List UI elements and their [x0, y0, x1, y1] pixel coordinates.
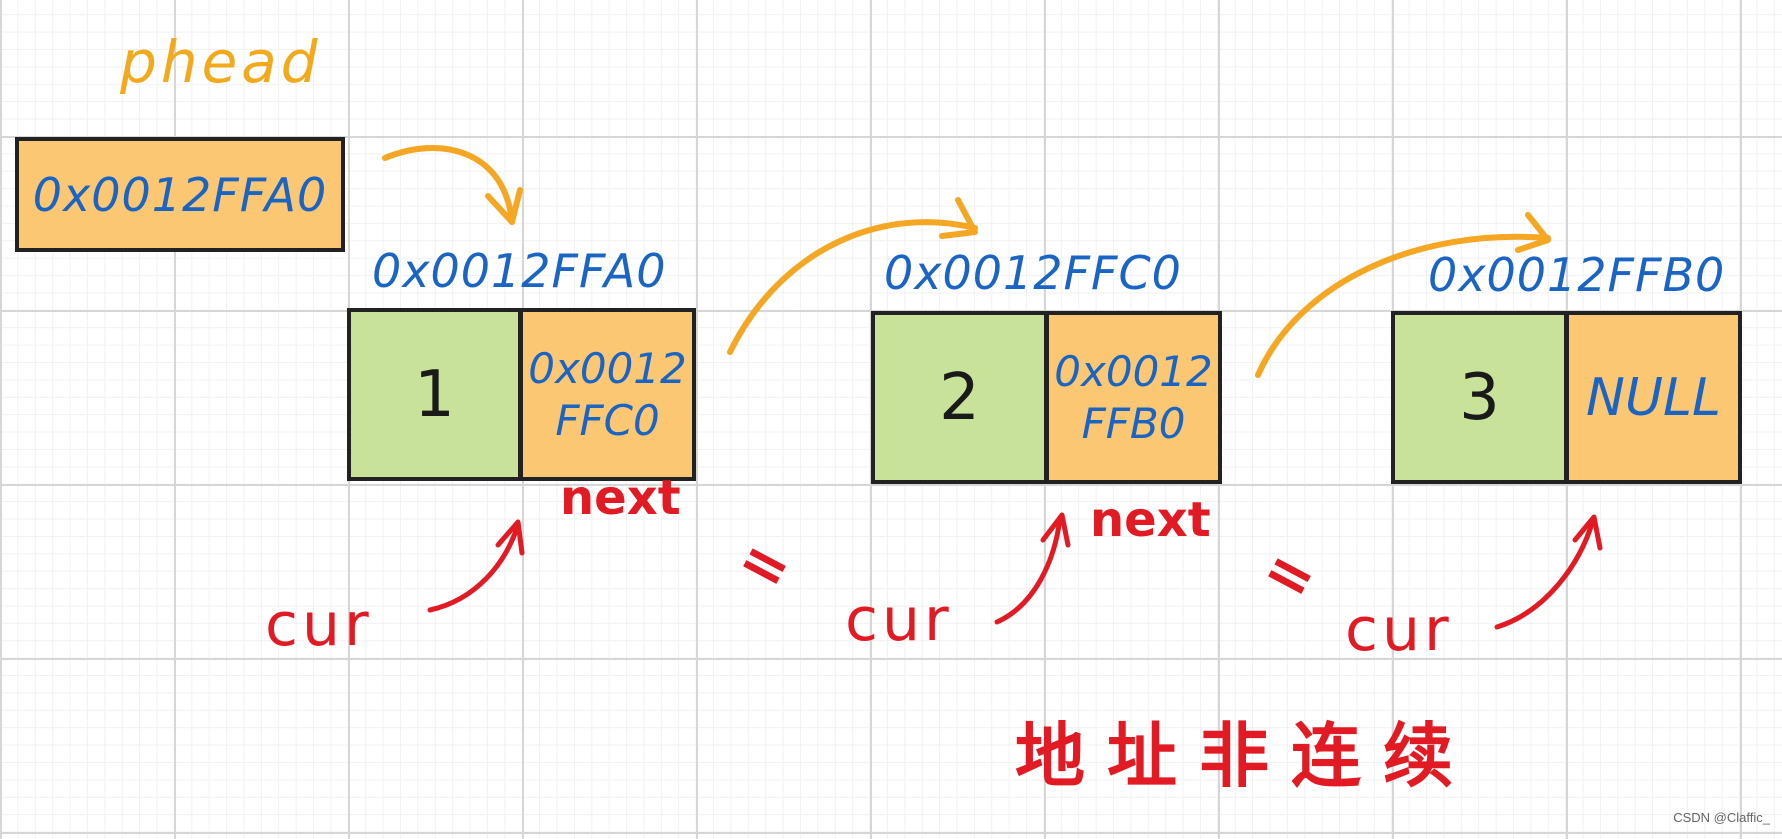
next-label-2: next	[1090, 492, 1211, 548]
node3-data-cell: 3	[1391, 311, 1568, 484]
cur-label-3: cur	[1345, 595, 1453, 665]
node2-data: 2	[939, 360, 980, 435]
next-label-1: next	[560, 470, 681, 526]
node2-data-cell: 2	[871, 311, 1048, 484]
arrow-cur2-head	[1040, 512, 1071, 548]
arrow-node1-to-node2	[727, 219, 978, 355]
arrow-node2-to-node3-head	[1515, 212, 1551, 253]
node3-address: 0x0012FFB0	[1428, 248, 1726, 302]
node2-address: 0x0012FFC0	[884, 246, 1182, 300]
cur-label-1: cur	[265, 590, 373, 660]
arrow-cur3-head	[1572, 514, 1603, 551]
node1-data-cell: 1	[347, 308, 522, 481]
node3-data: 3	[1459, 360, 1500, 435]
arrow-cur3	[1494, 517, 1596, 630]
node1-next-cell: 0x0012 FFC0	[519, 308, 696, 481]
arrow-phead-to-node1-head	[485, 187, 523, 225]
node2-next-cell: 0x0012 FFB0	[1045, 311, 1222, 484]
phead-label: phead	[120, 28, 322, 96]
node1-data: 1	[414, 357, 455, 432]
arrow-node1-to-node2-head	[939, 197, 978, 239]
arrow-cur2	[994, 515, 1063, 625]
non-contiguous-note: 地址非连续	[1015, 715, 1475, 797]
arrow-cur1-head	[495, 519, 525, 556]
arrow-cur1	[427, 522, 521, 613]
arrow-node2-to-node3	[1255, 233, 1551, 378]
node3-next-cell: NULL	[1565, 311, 1742, 484]
phead-box: 0x0012FFA0	[15, 137, 345, 252]
watermark: CSDN @Claffic_	[1673, 810, 1770, 825]
node1-next-line2: FFC0	[555, 395, 660, 445]
node2-next-line1: 0x0012	[1054, 346, 1213, 396]
phead-value: 0x0012FFA0	[32, 167, 328, 222]
arrow-phead-to-node1	[382, 145, 515, 225]
node1-address: 0x0012FFA0	[372, 244, 667, 298]
node1-next-line1: 0x0012	[528, 343, 687, 393]
cur-label-2: cur	[845, 585, 953, 655]
node2-next-line2: FFB0	[1081, 398, 1186, 448]
node3-next-null: NULL	[1586, 367, 1721, 428]
